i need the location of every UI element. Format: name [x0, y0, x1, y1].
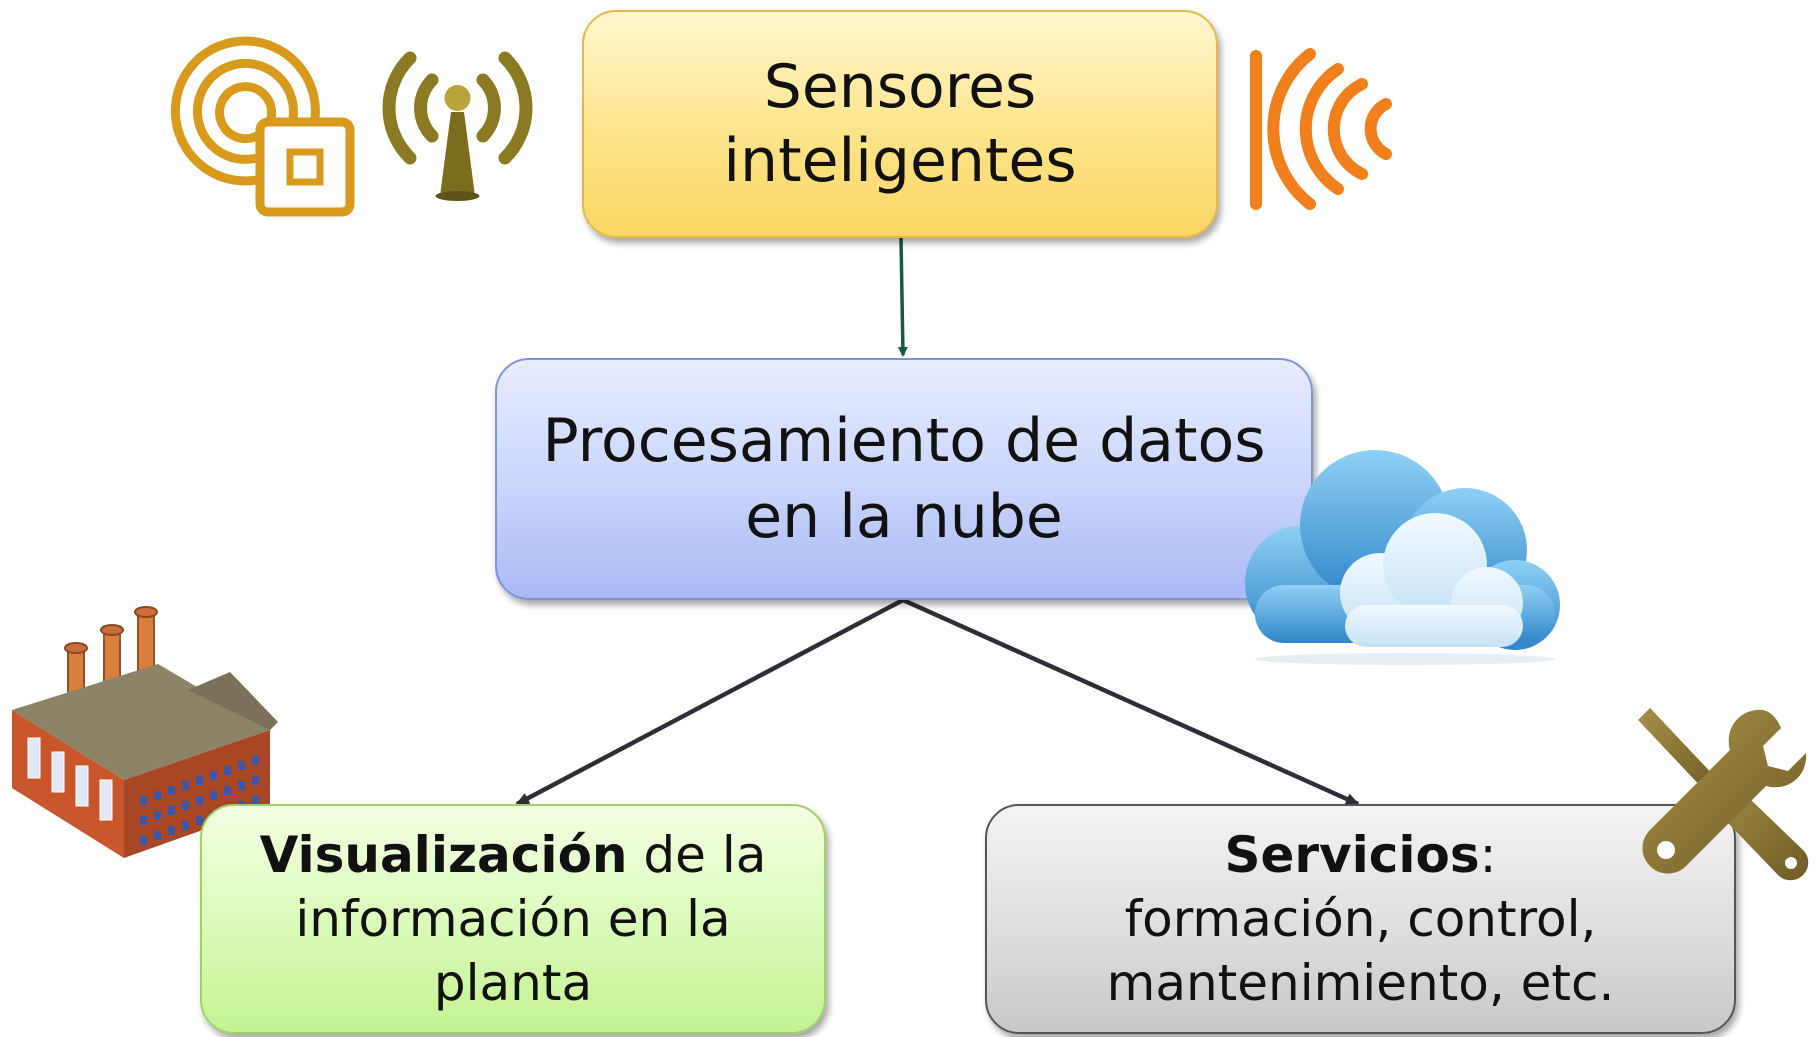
- visualization-label-line2: información en la: [295, 890, 731, 948]
- processing-label-line2: en la nube: [745, 482, 1063, 552]
- arrow-processing-to-visualization: [515, 598, 905, 806]
- sensors-label-line2: inteligentes: [723, 126, 1077, 196]
- visualization-node: Visualización de la información en la pl…: [200, 804, 826, 1034]
- cloud-icon: [1245, 450, 1560, 665]
- services-label-rest: :: [1479, 826, 1497, 884]
- visualization-label-line3: planta: [433, 954, 593, 1012]
- visualization-label-bold: Visualización: [259, 826, 628, 884]
- processing-label-line1: Procesamiento de datos: [542, 406, 1266, 476]
- services-label-line1: Servicios:: [1224, 823, 1496, 887]
- wireless-antenna-icon: [382, 51, 533, 201]
- wrench-screwdriver-icon: [1638, 708, 1809, 881]
- services-label-line2: formación, control,: [1124, 890, 1597, 948]
- arrow-processing-to-services: [902, 597, 1360, 807]
- services-label-line3: mantenimiento, etc.: [1106, 954, 1615, 1012]
- cloud-processing-node: Procesamiento de datos en la nube: [495, 358, 1313, 600]
- sensors-label-line1: Sensores: [763, 52, 1037, 122]
- services-label-bold: Servicios: [1224, 826, 1480, 884]
- factory-icon: [12, 606, 278, 858]
- rfid-sensor-icon: [170, 36, 355, 217]
- services-node: Servicios: formación, control, mantenimi…: [985, 804, 1736, 1034]
- arrow-sensors-to-processing: [897, 237, 908, 357]
- signal-waves-icon: [1250, 48, 1392, 210]
- sensors-node: Sensores inteligentes: [582, 10, 1218, 238]
- visualization-label-rest: de la: [627, 826, 767, 884]
- visualization-label-line1: Visualización de la: [260, 823, 767, 887]
